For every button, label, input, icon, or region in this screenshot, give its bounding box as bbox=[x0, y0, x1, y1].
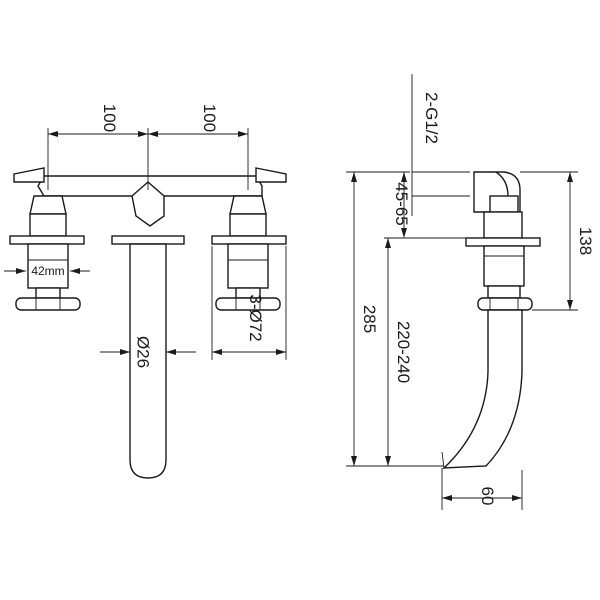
dim-total-height: 285 bbox=[346, 171, 444, 467]
dim-spout-height: 220-240 bbox=[385, 238, 413, 466]
dim-body-height: 138 bbox=[520, 171, 595, 311]
side-body bbox=[441, 171, 541, 469]
right-valve bbox=[211, 195, 287, 311]
dim-label-spout-reach: 60 bbox=[478, 487, 497, 506]
dim-thread: 2-G1/2 bbox=[411, 74, 470, 216]
front-view: 100 100 42mm Ø26 3-Ø72 bbox=[4, 104, 287, 479]
dim-label-handle: 42mm bbox=[31, 264, 64, 278]
dim-wall-depth: 45-65 bbox=[384, 172, 466, 239]
dim-label-wall-depth: 45-65 bbox=[392, 182, 411, 225]
left-valve bbox=[9, 195, 85, 311]
dim-spout-diameter: Ø26 bbox=[100, 336, 196, 368]
dim-label-spout-height: 220-240 bbox=[394, 321, 413, 383]
dim-flange-diameter: 3-Ø72 bbox=[211, 246, 287, 360]
dim-label-spacing-left: 100 bbox=[100, 104, 119, 132]
front-spout bbox=[111, 235, 185, 479]
dim-spout-reach: 60 bbox=[441, 468, 523, 510]
dim-label-body-height: 138 bbox=[576, 227, 595, 255]
dim-label-spout-diameter: Ø26 bbox=[134, 336, 153, 368]
dim-handle: 42mm bbox=[4, 264, 90, 278]
dim-label-flange-diameter: 3-Ø72 bbox=[246, 294, 265, 341]
dim-label-total-height: 285 bbox=[360, 305, 379, 333]
side-view: 2-G1/2 45-65 138 285 bbox=[346, 74, 595, 510]
dim-label-spacing-right: 100 bbox=[200, 104, 219, 132]
dim-spacing: 100 100 bbox=[47, 104, 249, 190]
dim-label-thread: 2-G1/2 bbox=[422, 92, 441, 144]
